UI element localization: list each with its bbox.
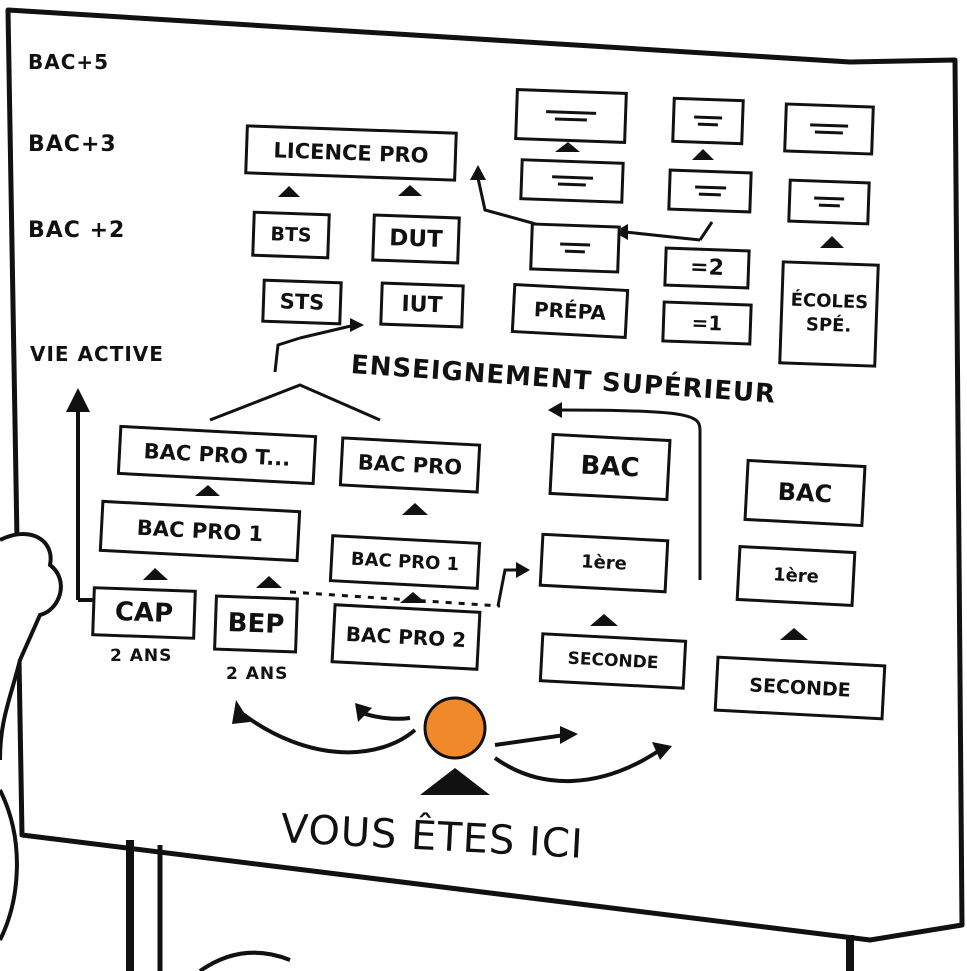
box-bac-pro: BAC PRO: [338, 436, 482, 494]
level-vie-active: VIE ACTIVE: [30, 342, 164, 366]
box-col2-mid: [667, 168, 753, 214]
box-premiere-a: 1ère: [538, 532, 670, 594]
box-bep: BEP: [213, 594, 299, 654]
box-prepa-mid: [529, 222, 621, 274]
box-licence-pro: LICENCE PRO: [244, 124, 458, 182]
box-minus2: =2: [663, 246, 751, 290]
you-are-here-dot-icon: [423, 696, 487, 760]
box-bac-a: BAC: [548, 432, 672, 502]
box-minus1: =1: [661, 300, 753, 346]
box-col3-mid: [787, 178, 871, 226]
box-cap: CAP: [91, 586, 197, 640]
box-prepa-top: [514, 88, 628, 144]
box-col3-top: [783, 102, 875, 156]
bep-duration: 2 ANS: [226, 664, 289, 684]
level-bac5: BAC+5: [28, 50, 110, 74]
box-bts: BTS: [251, 210, 331, 260]
box-prepa: PRÉPA: [510, 282, 630, 340]
box-iut: IUT: [379, 281, 465, 329]
box-sts: STS: [261, 278, 343, 326]
box-dut: DUT: [371, 213, 461, 265]
box-premiere-b: 1ère: [735, 544, 857, 608]
box-bac-pro-t: BAC PRO T...: [116, 424, 318, 486]
cap-duration: 2 ANS: [110, 646, 173, 666]
box-bac-pro1-left: BAC PRO 1: [98, 499, 302, 563]
box-bac-pro1-mid: BAC PRO 1: [328, 534, 482, 590]
pointer-triangle-icon: [143, 142, 844, 795]
level-bac3: BAC+3: [28, 132, 117, 157]
box-bac-b: BAC: [743, 458, 867, 528]
box-bac-pro2: BAC PRO 2: [330, 603, 482, 671]
box-col2-top: [671, 96, 745, 146]
box-prepa-upper: [519, 158, 625, 204]
box-ecoles-spe: ÉCOLES SPÉ.: [778, 260, 880, 368]
box-seconde-b: SECONDE: [713, 655, 887, 721]
presenter-hand: [0, 532, 63, 761]
box-seconde-a: SECONDE: [538, 632, 688, 690]
level-bac2: BAC +2: [28, 218, 126, 243]
